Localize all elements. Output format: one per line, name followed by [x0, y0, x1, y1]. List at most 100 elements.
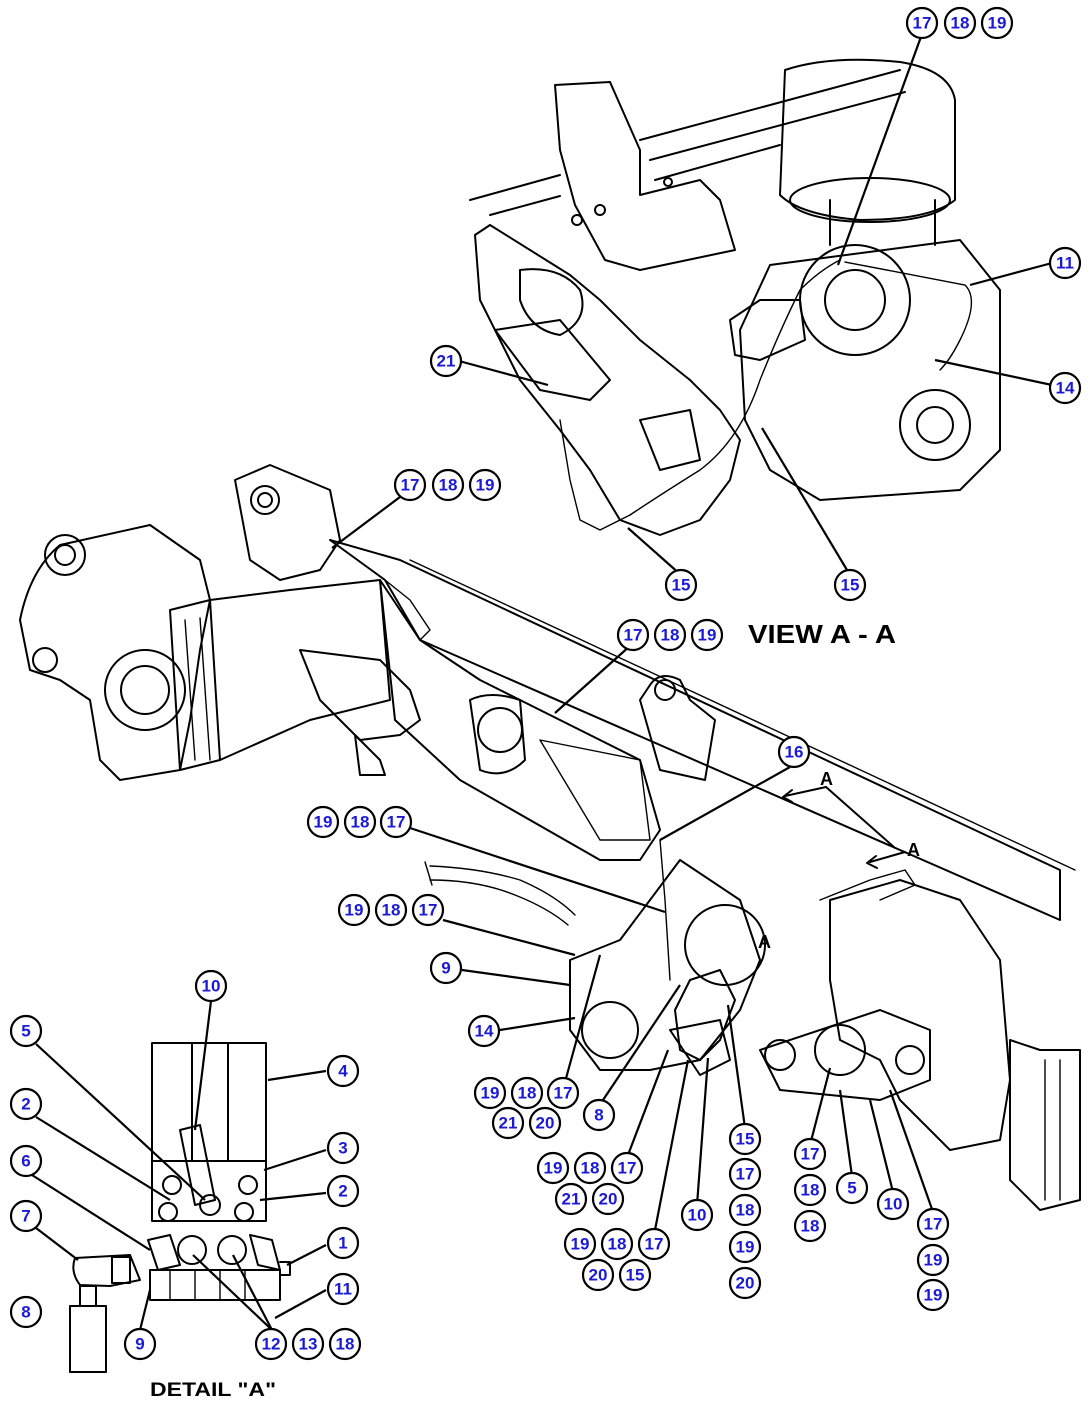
callout: 17 — [616, 618, 650, 652]
callout: 19 — [306, 805, 340, 839]
callout: 2 — [9, 1087, 43, 1121]
callout: 20 — [528, 1106, 562, 1140]
callout-label: 17 — [801, 1145, 820, 1164]
callout-label: 19 — [544, 1159, 563, 1178]
callout-label: 20 — [589, 1266, 608, 1285]
section-arrow-letter-upper: A — [820, 769, 833, 789]
callout-label: 18 — [518, 1084, 537, 1103]
callout: 18 — [510, 1076, 544, 1110]
callout: 19 — [916, 1278, 950, 1312]
callout: 18 — [431, 468, 465, 502]
callout-label: 21 — [499, 1114, 518, 1133]
callout: 20 — [591, 1182, 625, 1216]
detail-a-caption: DETAIL "A" — [150, 1380, 276, 1401]
callout: 19 — [690, 618, 724, 652]
callout: 17 — [728, 1157, 762, 1191]
callout: 19 — [563, 1227, 597, 1261]
callout-label: 19 — [481, 1084, 500, 1103]
callout-label: 18 — [951, 14, 970, 33]
callout: 10 — [876, 1187, 910, 1221]
callout-label: 20 — [599, 1190, 618, 1209]
callout: 7 — [9, 1199, 43, 1233]
callout-label: 18 — [382, 901, 401, 920]
callout: 4 — [326, 1054, 360, 1088]
callout: 11 — [326, 1272, 360, 1306]
callout-label: 17 — [736, 1165, 755, 1184]
callout: 8 — [9, 1295, 43, 1329]
callout-label: 19 — [345, 901, 364, 920]
callout-label: 4 — [338, 1062, 348, 1081]
callout-label: 5 — [21, 1022, 30, 1041]
callout-label: 15 — [841, 576, 860, 595]
callout: 20 — [581, 1258, 615, 1292]
callout: 18 — [343, 805, 377, 839]
callout: 1 — [326, 1226, 360, 1260]
callout: 19 — [337, 893, 371, 927]
view-a-a-caption: VIEW A - A — [748, 619, 896, 649]
callout: 20 — [728, 1266, 762, 1300]
callout: 19 — [536, 1151, 570, 1185]
captions: VIEW A - A DETAIL "A" A A A — [150, 619, 920, 1401]
callout: 17 — [916, 1207, 950, 1241]
callout: 17 — [793, 1137, 827, 1171]
callout: 5 — [835, 1171, 869, 1205]
callout: 11 — [1048, 246, 1082, 280]
callout-label: 17 — [624, 626, 643, 645]
callout: 17 — [393, 468, 427, 502]
callout-label: 18 — [801, 1181, 820, 1200]
callout-label: 17 — [401, 476, 420, 495]
leader-lines — [31, 33, 1053, 1331]
callout-label: 17 — [419, 901, 438, 920]
callout-label: 2 — [338, 1182, 347, 1201]
callout: 19 — [468, 468, 502, 502]
callout-label: 18 — [439, 476, 458, 495]
callout-label: 18 — [351, 813, 370, 832]
callout-label: 8 — [21, 1303, 30, 1322]
callout: 9 — [429, 951, 463, 985]
callout-label: 11 — [1056, 254, 1074, 273]
callout: 18 — [728, 1193, 762, 1227]
callout-label: 20 — [736, 1274, 755, 1293]
callout-label: 10 — [884, 1195, 903, 1214]
callout: 18 — [573, 1151, 607, 1185]
callout-label: 21 — [562, 1190, 581, 1209]
detail-a-drawing — [69, 1042, 291, 1373]
callout-label: 14 — [1056, 379, 1075, 398]
callout-label: 19 — [571, 1235, 590, 1254]
callout-label: 17 — [913, 14, 932, 33]
main-assembly-drawing — [19, 464, 1081, 1211]
callout-label: 12 — [262, 1335, 281, 1354]
callout: 17 — [411, 893, 445, 927]
callout-label: 2 — [21, 1095, 30, 1114]
callout: 18 — [943, 6, 977, 40]
callout: 17 — [546, 1076, 580, 1110]
callout: 5 — [9, 1014, 43, 1048]
callout-label: 7 — [21, 1207, 30, 1226]
callout-label: 21 — [437, 352, 456, 371]
callout-label: 3 — [338, 1139, 347, 1158]
callout-label: 8 — [594, 1106, 603, 1125]
callout-label: 10 — [202, 977, 221, 996]
callout: 16 — [777, 735, 811, 769]
callout-label: 20 — [536, 1114, 555, 1133]
callout: 18 — [600, 1227, 634, 1261]
callout-label: 18 — [736, 1201, 755, 1220]
callout-label: 17 — [645, 1235, 664, 1254]
callout: 18 — [374, 893, 408, 927]
callout: 17 — [637, 1227, 671, 1261]
callout-label: 9 — [441, 959, 450, 978]
callout: 10 — [194, 969, 228, 1003]
callout: 2 — [326, 1174, 360, 1208]
callout-label: 19 — [314, 813, 333, 832]
callout: 17 — [905, 6, 939, 40]
callout: 3 — [326, 1131, 360, 1165]
callout: 8 — [582, 1098, 616, 1132]
callout-label: 14 — [475, 1022, 494, 1041]
line-art — [19, 58, 1081, 1373]
callout-label: 18 — [336, 1335, 355, 1354]
callout: 12 — [254, 1327, 288, 1361]
callout: 21 — [491, 1106, 525, 1140]
callout: 19 — [728, 1230, 762, 1264]
callout-label: 9 — [135, 1335, 144, 1354]
